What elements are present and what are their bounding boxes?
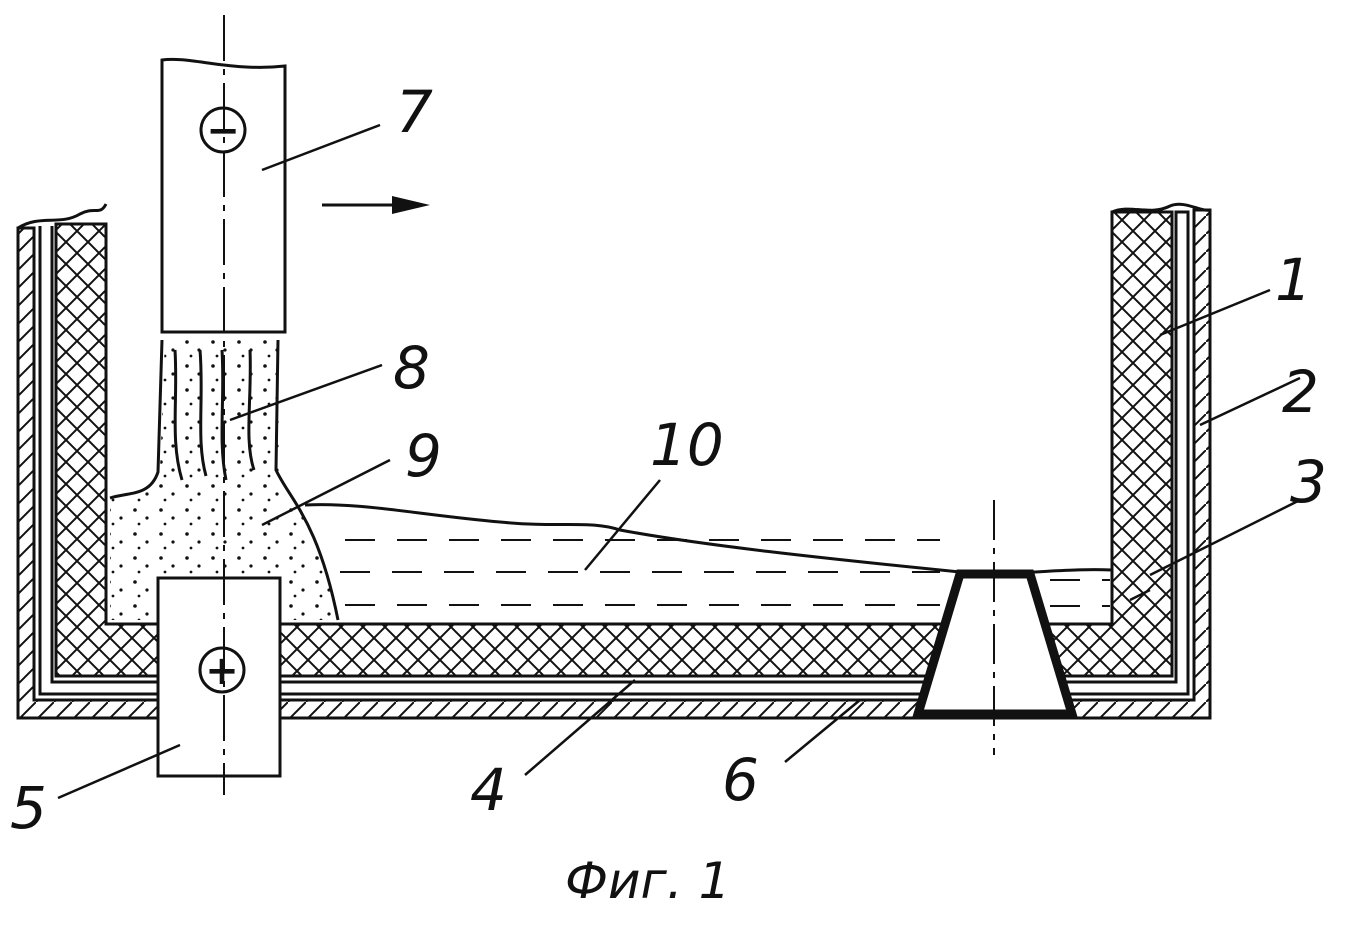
tap-hole	[918, 500, 1072, 755]
figure-caption: Фиг. 1	[565, 852, 730, 910]
label-1: 1	[1275, 246, 1312, 314]
label-9: 9	[405, 422, 442, 490]
label-10: 10	[650, 411, 724, 479]
label-7: 7	[396, 78, 433, 146]
label-4: 4	[470, 756, 507, 824]
anode-sign: +	[205, 648, 239, 694]
label-6: 6	[722, 746, 759, 814]
label-3: 3	[1290, 448, 1327, 516]
label-5: 5	[10, 774, 47, 842]
melt-surface	[305, 505, 1112, 574]
movement-arrow	[322, 196, 430, 214]
label-2: 2	[1282, 358, 1319, 426]
label-8: 8	[393, 334, 430, 402]
